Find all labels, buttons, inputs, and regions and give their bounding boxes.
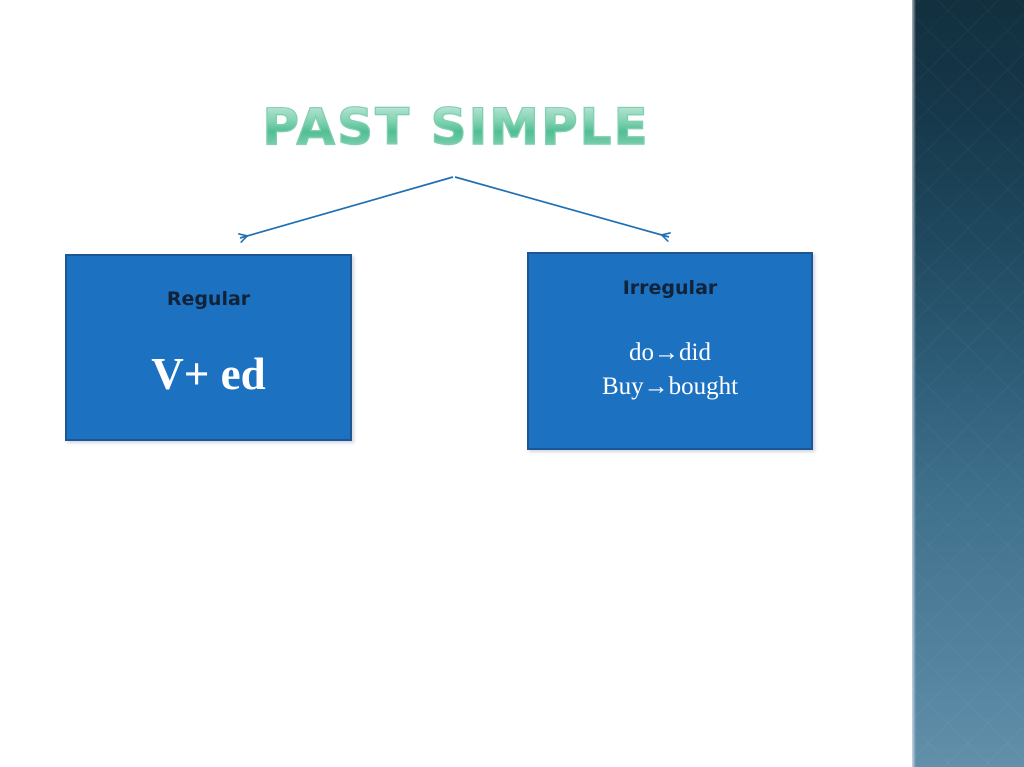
irregular-box-heading: Irregular xyxy=(622,277,718,299)
arrow-to-irregular xyxy=(454,176,671,242)
regular-verbs-box[interactable]: Regular V+ ed xyxy=(65,254,352,441)
irregular-example-2: Buy→bought xyxy=(601,373,739,400)
decorative-gradient-strip xyxy=(912,0,1024,767)
arrow-to-regular xyxy=(238,176,454,243)
irregular-verb-examples: do→did Buy→bought xyxy=(529,336,811,404)
irregular-example-1: do→did xyxy=(629,339,711,366)
irregular-verbs-box[interactable]: Irregular do→did Buy→bought xyxy=(527,252,813,450)
strip-inner-highlight xyxy=(912,0,916,767)
regular-box-heading: Regular xyxy=(166,288,251,310)
regular-verb-formula: V+ ed xyxy=(151,349,266,399)
page-title: PAST SIMPLE xyxy=(0,97,912,156)
strip-diamond-texture xyxy=(912,0,1024,767)
